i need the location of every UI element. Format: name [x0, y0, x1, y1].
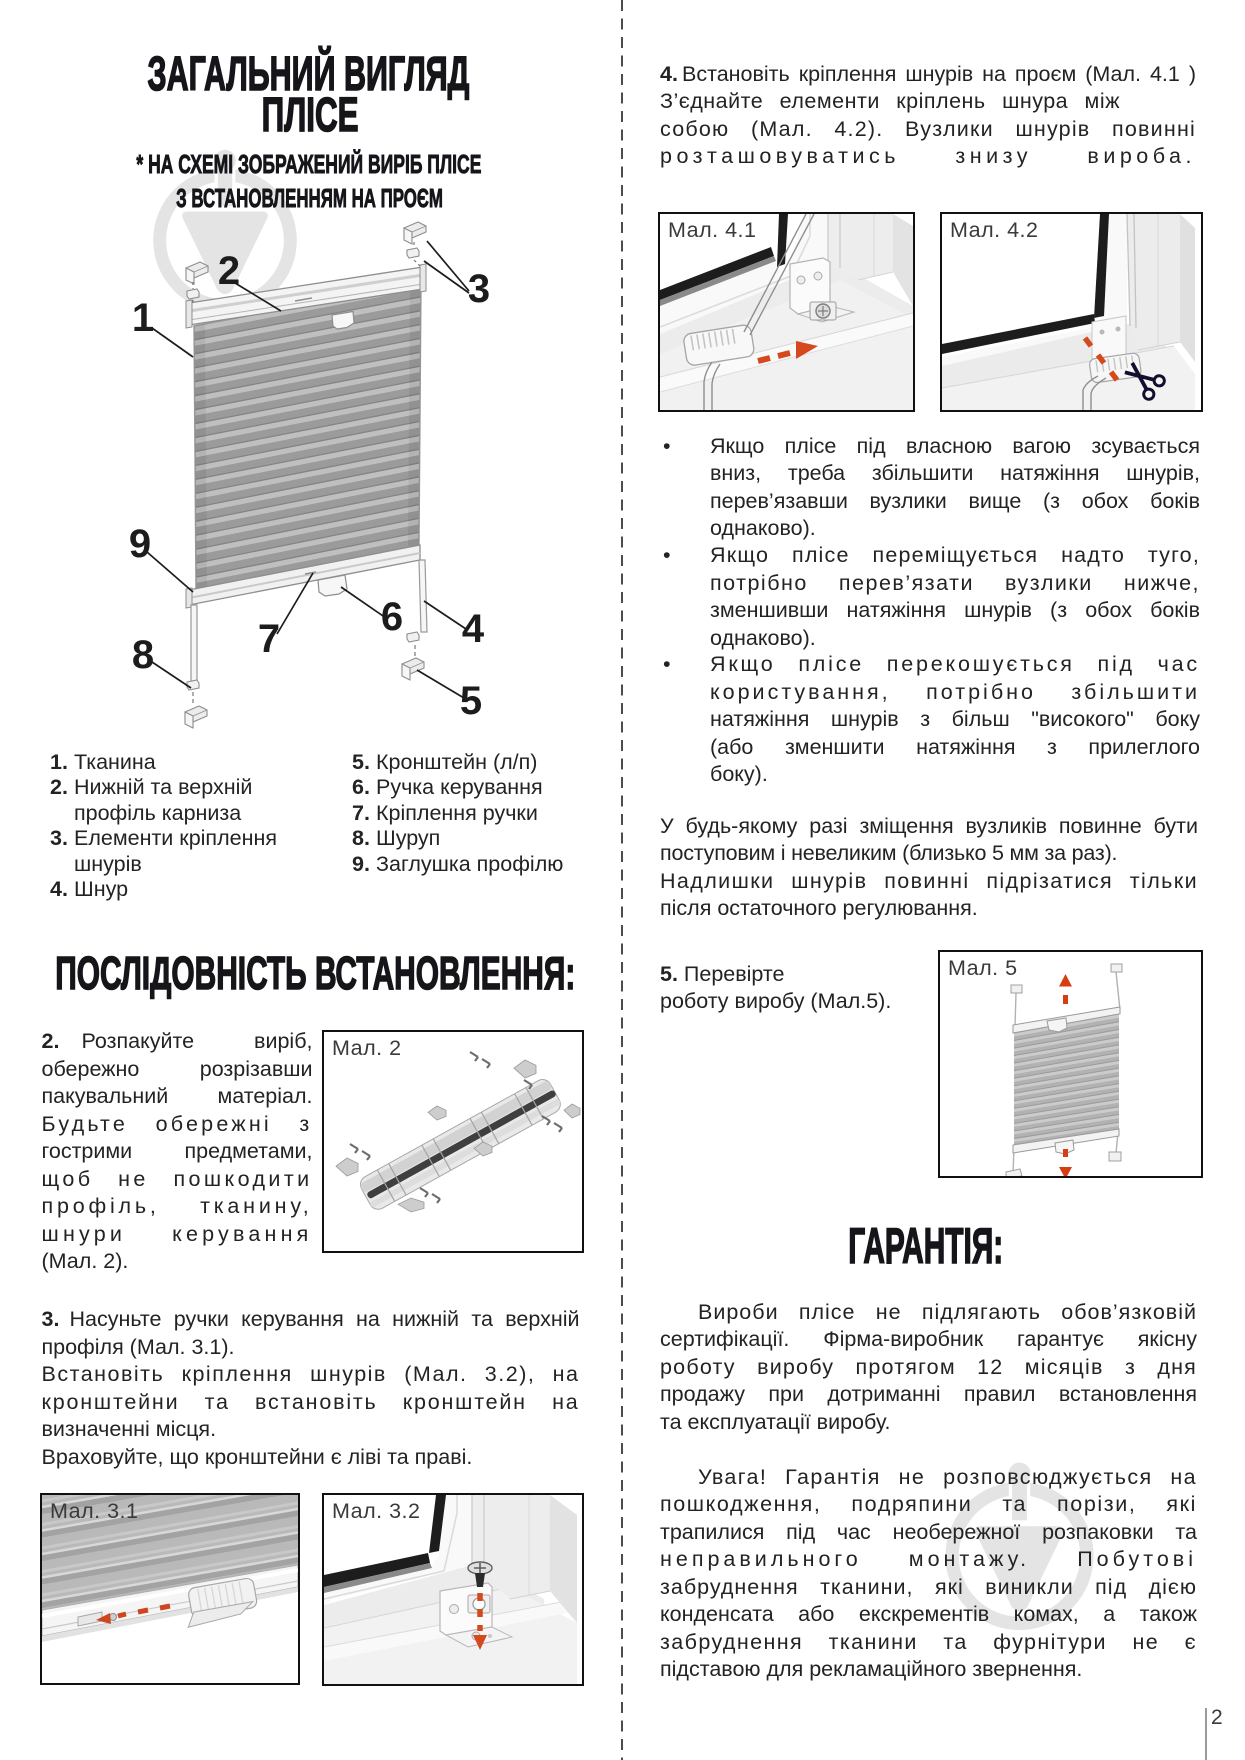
svg-text:7: 7 — [258, 617, 280, 661]
svg-text:6: 6 — [381, 595, 403, 639]
svg-text:8: 8 — [132, 633, 154, 677]
svg-text:3: 3 — [468, 267, 490, 311]
svg-text:4: 4 — [462, 607, 485, 651]
svg-text:9: 9 — [129, 522, 151, 566]
svg-text:5: 5 — [460, 679, 482, 723]
svg-text:2: 2 — [218, 249, 240, 293]
svg-text:1: 1 — [132, 296, 154, 340]
